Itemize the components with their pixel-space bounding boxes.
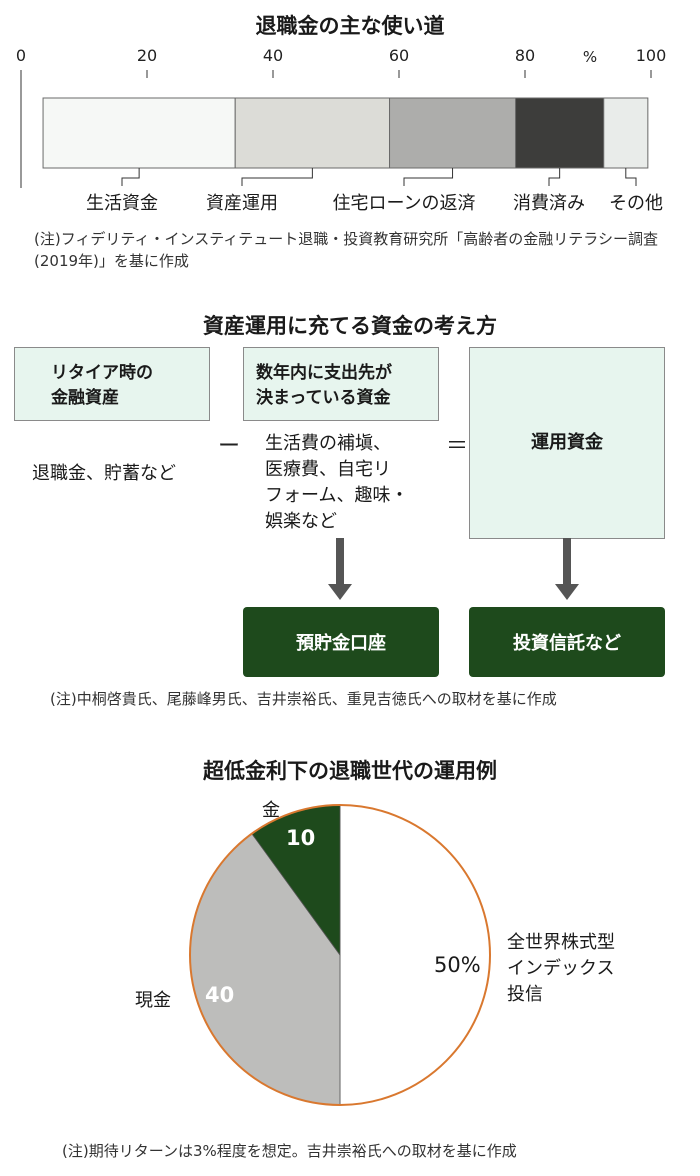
tick-label: 0 xyxy=(15,46,27,65)
gold-value-label: 10 xyxy=(286,826,316,850)
bar-chart-note: (注)フィデリティ・インスティテュート退職・投資教育研究所「高齢者の金融リテラシ… xyxy=(34,230,659,270)
unit-label: % xyxy=(582,48,598,66)
desc-line: フォーム、趣味・ xyxy=(265,485,409,506)
committed-funds-desc: 生活費の補塡、 医療費、自宅リ フォーム、趣味・ 娯楽など xyxy=(265,431,408,535)
stock-name-line: 全世界株式型 xyxy=(507,932,615,953)
cash-name-label: 現金 xyxy=(135,990,171,1011)
pie-chart-title: 超低金利下の退職世代の運用例 xyxy=(203,759,497,783)
category-label-investment: 資産運用 xyxy=(206,193,278,214)
minus-sign: ー xyxy=(218,434,241,459)
stock-name-line: 投信 xyxy=(507,984,543,1005)
desc-line: 娯楽など xyxy=(265,511,337,532)
bar-segment xyxy=(603,97,649,169)
desc-line: 生活費の補塡、 xyxy=(265,433,391,454)
committed-funds-box: 数年内に支出先が 決まっている資金 xyxy=(243,347,439,421)
retirement-assets-line1: リタイア時の xyxy=(51,363,153,383)
leader-line xyxy=(548,168,561,186)
bar-segment xyxy=(234,97,391,169)
investment-trust-box: 投資信託など xyxy=(469,607,665,677)
arrow-to-savings xyxy=(328,538,352,600)
retirement-assets-line2: 金融資産 xyxy=(51,388,119,408)
committed-funds-line2: 決まっている資金 xyxy=(256,388,391,408)
gold-name-label: 金 xyxy=(262,800,280,821)
stock-value-label: 50% xyxy=(434,953,481,977)
stock-name-line: インデックス xyxy=(507,958,615,979)
leader-line xyxy=(403,168,454,186)
pie-chart-note: (注)期待リターンは3%程度を想定。吉井崇裕氏への取材を基に作成 xyxy=(62,1142,517,1160)
category-label-mortgage: 住宅ローンの返済 xyxy=(332,193,476,214)
investment-funds-label: 運用資金 xyxy=(531,432,603,453)
leader-line xyxy=(241,168,313,186)
bar-segment xyxy=(389,97,517,169)
equals-sign: ＝ xyxy=(446,434,469,459)
committed-funds-line1: 数年内に支出先が xyxy=(256,363,392,383)
leader-line xyxy=(625,168,637,186)
retirement-assets-desc: 退職金、貯蓄など xyxy=(32,463,176,484)
bar-chart-svg xyxy=(20,70,652,188)
desc-line: 医療費、自宅リ xyxy=(265,459,391,480)
pie-chart xyxy=(189,804,491,1106)
tick-label: 80 xyxy=(514,46,536,65)
arrow-to-funds xyxy=(555,538,579,600)
savings-account-box: 預貯金口座 xyxy=(243,607,439,677)
tick-label: 60 xyxy=(388,46,410,65)
bar-segment xyxy=(42,97,236,169)
leader-line xyxy=(121,168,140,186)
bar-segment xyxy=(515,97,605,169)
tick-label: 40 xyxy=(262,46,284,65)
investment-funds-box: 運用資金 xyxy=(469,347,665,539)
diagram-note: (注)中桐啓貴氏、尾藤峰男氏、吉井崇裕氏、重見吉徳氏への取材を基に作成 xyxy=(50,690,557,708)
pie-outline xyxy=(189,804,491,1106)
arrows xyxy=(328,538,579,600)
bar-chart: 0 20 40 60 80 % 100 生活資金 資産運用 住宅ローンの返済 消… xyxy=(0,0,700,260)
stock-name-label: 全世界株式型 インデックス 投信 xyxy=(507,930,615,1008)
category-label-consumed: 消費済み xyxy=(513,193,585,214)
tick-label: 100 xyxy=(635,46,667,65)
retirement-assets-box: リタイア時の 金融資産 xyxy=(14,347,210,421)
bar-chart-title: 退職金の主な使い道 xyxy=(255,14,445,38)
cash-value-label: 40 xyxy=(205,983,235,1007)
category-label-living: 生活資金 xyxy=(86,193,158,214)
category-label-other: その他 xyxy=(609,193,663,214)
diagram-title: 資産運用に充てる資金の考え方 xyxy=(203,314,497,338)
tick-label: 20 xyxy=(136,46,158,65)
